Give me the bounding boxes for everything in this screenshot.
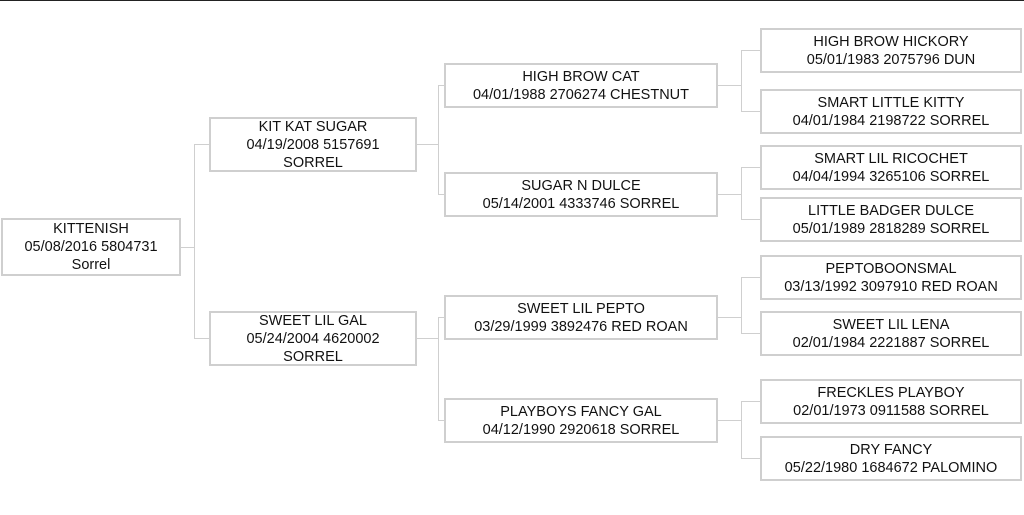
connector-line [741, 111, 760, 112]
connector-line [741, 167, 742, 220]
gen3-name: PEPTOBOONSMAL [825, 260, 957, 277]
sire-sire-name: HIGH BROW CAT [522, 68, 640, 85]
connector-line [741, 277, 742, 334]
subject-name: KITTENISH [53, 221, 129, 237]
dam-sire-details: 03/29/1999 3892476 RED ROAN [474, 318, 688, 335]
pedigree-gen3-6: SWEET LIL LENA 02/01/1984 2221887 SORREL [760, 311, 1022, 356]
connector-line [194, 144, 209, 145]
connector-line [438, 317, 444, 318]
sire-dam-name: SUGAR N DULCE [521, 177, 641, 194]
pedigree-sire-sire: HIGH BROW CAT 04/01/1988 2706274 CHESTNU… [444, 63, 718, 108]
connector-line [438, 194, 444, 195]
connector-line [741, 458, 760, 459]
connector-line [741, 50, 760, 51]
pedigree-sire-dam: SUGAR N DULCE 05/14/2001 4333746 SORREL [444, 172, 718, 217]
connector-line [741, 50, 742, 112]
pedigree-gen3-7: FRECKLES PLAYBOY 02/01/1973 0911588 SORR… [760, 379, 1022, 424]
connector-line [194, 338, 209, 339]
dam-details: 05/24/2004 4620002 [246, 330, 380, 347]
gen3-name: DRY FANCY [849, 441, 933, 458]
connector-line [438, 85, 439, 195]
gen3-details: 03/13/1992 3097910 RED ROAN [784, 278, 998, 295]
connector-line [741, 401, 760, 402]
connector-line [741, 277, 760, 278]
gen3-name: SMART LIL RICOCHET [814, 150, 968, 167]
pedigree-gen3-5: PEPTOBOONSMAL 03/13/1992 3097910 RED ROA… [760, 255, 1022, 300]
connector-line [417, 144, 438, 145]
gen3-details: 05/01/1989 2818289 SORREL [792, 220, 990, 237]
sire-details: 04/19/2008 5157691 [246, 136, 380, 153]
gen3-details: 02/01/1973 0911588 SORREL [793, 402, 989, 419]
connector-line [194, 144, 195, 339]
subject-color: Sorrel [71, 257, 111, 273]
pedigree-sire: KIT KAT SUGAR 04/19/2008 5157691 SORREL [209, 117, 417, 172]
dam-name: SWEET LIL GAL [259, 312, 367, 329]
connector-line [438, 420, 444, 421]
connector-line [718, 194, 741, 195]
sire-name: KIT KAT SUGAR [258, 118, 368, 135]
pedigree-subject: KITTENISH 05/08/2016 5804731 Sorrel [1, 218, 181, 276]
pedigree-dam-dam: PLAYBOYS FANCY GAL 04/12/1990 2920618 SO… [444, 398, 718, 443]
gen3-details: 04/01/1984 2198722 SORREL [792, 112, 990, 129]
connector-line [741, 333, 760, 334]
gen3-name: SMART LITTLE KITTY [817, 94, 965, 111]
sire-dam-details: 05/14/2001 4333746 SORREL [482, 195, 680, 212]
gen3-details: 04/04/1994 3265106 SORREL [792, 168, 990, 185]
gen3-details: 05/22/1980 1684672 PALOMINO [784, 459, 998, 476]
pedigree-gen3-1: HIGH BROW HICKORY 05/01/1983 2075796 DUN [760, 28, 1022, 73]
dam-color: SORREL [283, 348, 343, 365]
sire-sire-details: 04/01/1988 2706274 CHESTNUT [472, 86, 690, 103]
connector-line [417, 338, 438, 339]
dam-dam-details: 04/12/1990 2920618 SORREL [482, 421, 680, 438]
gen3-name: LITTLE BADGER DULCE [808, 202, 974, 219]
connector-line [181, 247, 195, 248]
subject-details: 05/08/2016 5804731 [24, 239, 158, 255]
top-border-line [0, 0, 1024, 1]
sire-color: SORREL [283, 154, 343, 171]
pedigree-gen3-8: DRY FANCY 05/22/1980 1684672 PALOMINO [760, 436, 1022, 481]
connector-line [741, 167, 760, 168]
connector-line [718, 420, 741, 421]
gen3-name: HIGH BROW HICKORY [813, 33, 969, 50]
connector-line [741, 401, 742, 459]
gen3-details: 02/01/1984 2221887 SORREL [792, 334, 990, 351]
connector-line [438, 317, 439, 421]
connector-line [718, 85, 741, 86]
pedigree-gen3-4: LITTLE BADGER DULCE 05/01/1989 2818289 S… [760, 197, 1022, 242]
connector-line [438, 85, 444, 86]
connector-line [741, 219, 760, 220]
pedigree-dam-sire: SWEET LIL PEPTO 03/29/1999 3892476 RED R… [444, 295, 718, 340]
pedigree-dam: SWEET LIL GAL 05/24/2004 4620002 SORREL [209, 311, 417, 366]
connector-line [718, 317, 741, 318]
dam-sire-name: SWEET LIL PEPTO [517, 300, 645, 317]
gen3-name: SWEET LIL LENA [832, 316, 950, 333]
dam-dam-name: PLAYBOYS FANCY GAL [500, 403, 662, 420]
gen3-name: FRECKLES PLAYBOY [817, 384, 965, 401]
gen3-details: 05/01/1983 2075796 DUN [806, 51, 976, 68]
pedigree-gen3-2: SMART LITTLE KITTY 04/01/1984 2198722 SO… [760, 89, 1022, 134]
pedigree-gen3-3: SMART LIL RICOCHET 04/04/1994 3265106 SO… [760, 145, 1022, 190]
